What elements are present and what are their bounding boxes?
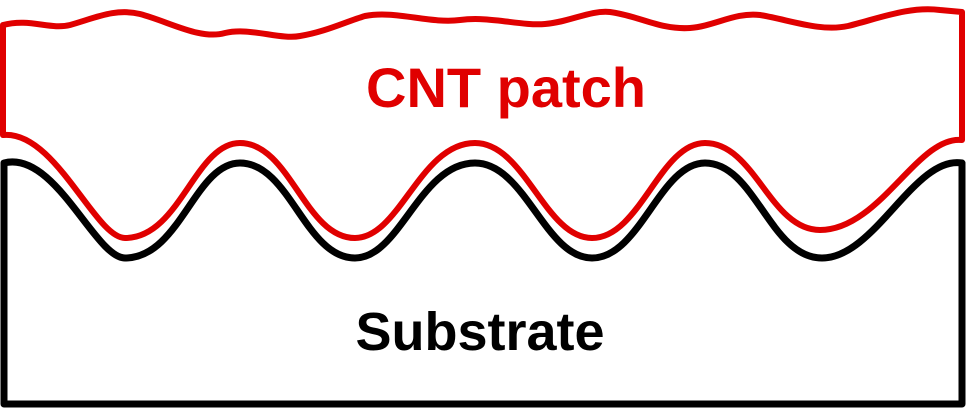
substrate-outline: [0, 158, 966, 408]
cnt-patch-outline: [0, 6, 965, 241]
cnt-patch-label: CNT patch: [366, 56, 646, 119]
substrate-label: Substrate: [355, 302, 604, 362]
